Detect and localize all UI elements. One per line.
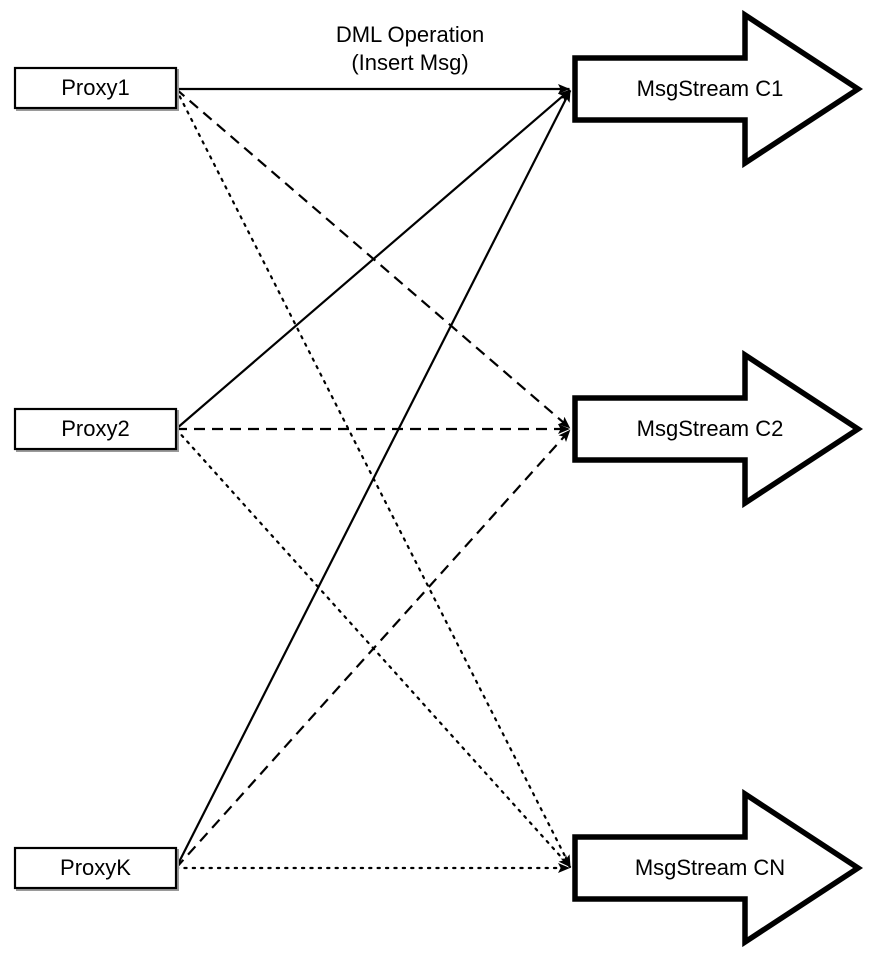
msgstream-label: MsgStream CN: [635, 855, 785, 880]
proxy-box-border: [13, 66, 178, 110]
block-arrow-shape: [572, 349, 864, 509]
msgstream-label: MsgStream C2: [637, 416, 784, 441]
msgstream-nodes-layer: MsgStream C1 MsgStream C2 MsgStream CN: [572, 9, 864, 948]
edge-caption-line2: (Insert Msg): [351, 50, 468, 75]
msgstream-label: MsgStream C1: [637, 76, 784, 101]
proxy-box-border: [13, 846, 178, 890]
proxy-label: Proxy1: [61, 75, 129, 100]
edge-caption-line1: DML Operation: [336, 22, 484, 47]
edge-caption-group: DML Operation (Insert Msg): [336, 22, 484, 75]
edge-proxy2-to-stream_c1: [175, 89, 571, 430]
msgstream-node-stream_c2[interactable]: MsgStream C2: [572, 349, 864, 509]
edge-proxyK-to-stream_c1: [175, 89, 572, 869]
edges-layer: [174, 84, 572, 873]
proxy-label: Proxy2: [61, 416, 129, 441]
edge-proxyK-to-stream_c2: [175, 429, 571, 869]
msgstream-node-stream_c1[interactable]: MsgStream C1: [572, 9, 864, 169]
block-arrow-shape: [572, 788, 864, 948]
proxy-box-border: [13, 407, 178, 451]
proxy-node-proxyk[interactable]: ProxyK: [13, 846, 179, 891]
proxy-node-proxy2[interactable]: Proxy2: [13, 407, 179, 452]
block-arrow-shape: [572, 9, 864, 169]
msgstream-node-stream_cn[interactable]: MsgStream CN: [572, 788, 864, 948]
proxy-label: ProxyK: [60, 855, 131, 880]
proxy-node-proxy1[interactable]: Proxy1: [13, 66, 179, 111]
